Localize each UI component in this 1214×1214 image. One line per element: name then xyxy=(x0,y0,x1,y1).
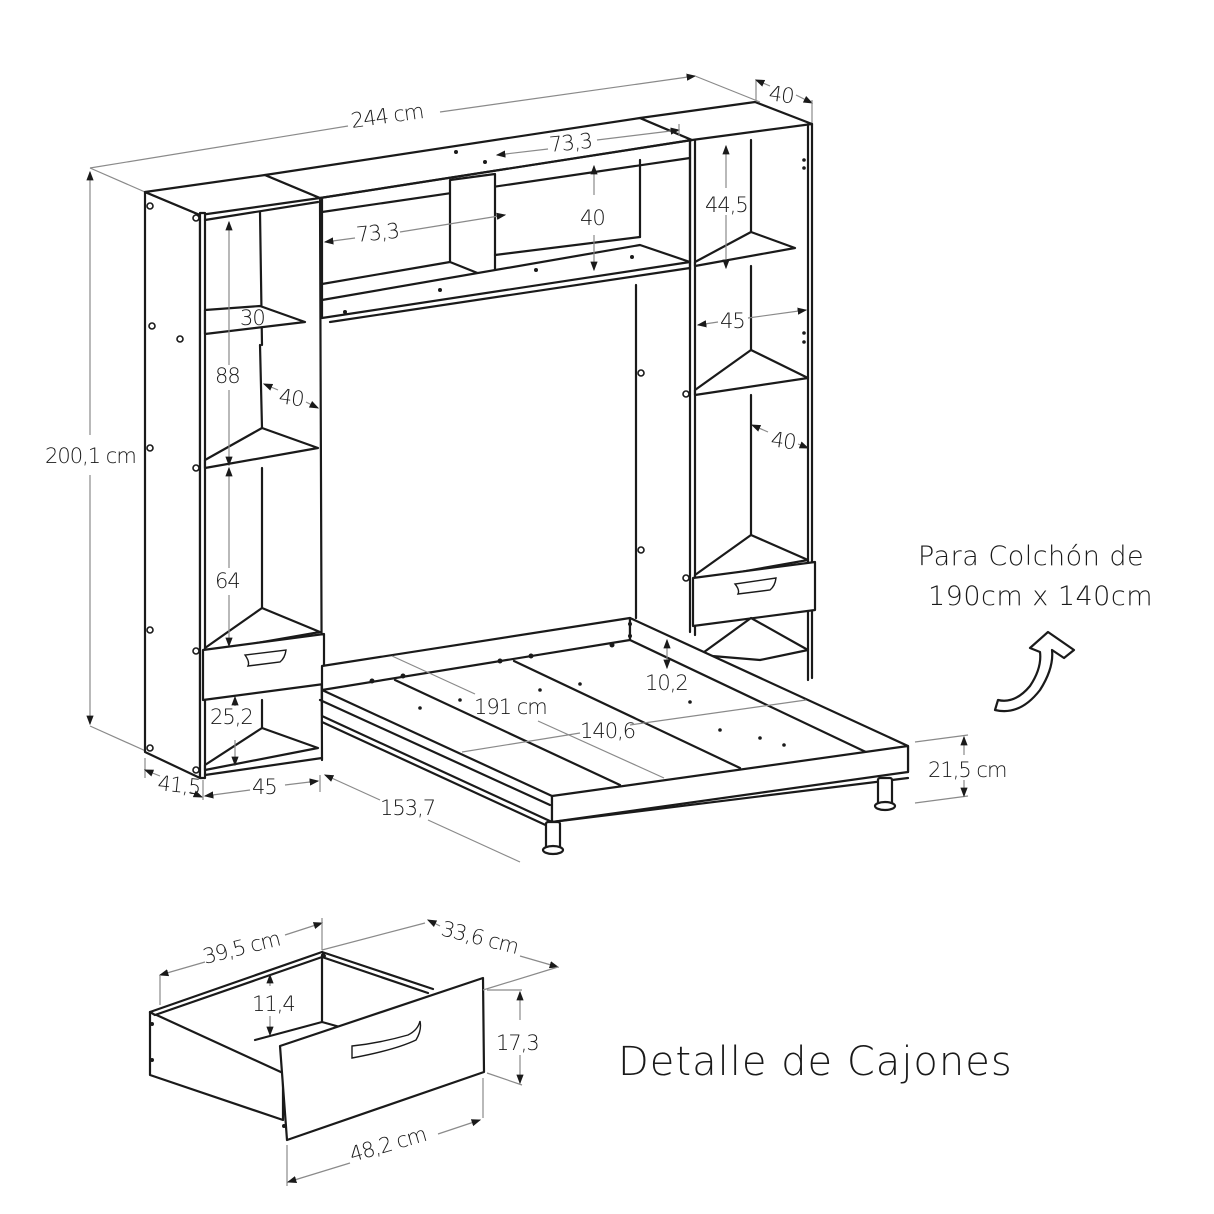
label-top-cabinet-height: 40 xyxy=(580,206,605,230)
label-left-upper-height: 88 xyxy=(215,364,240,388)
label-bed-rail-height: 10,2 xyxy=(645,671,688,695)
label-left-lower-height: 64 xyxy=(215,569,240,593)
dimension-labels: 244 cm 40 200,1 cm 73,3 73,3 40 44,5 45 … xyxy=(45,81,1007,820)
label-drawer-inner-width: 33,6 cm xyxy=(439,917,521,959)
right-drawer-front xyxy=(691,560,817,628)
note-line-1: Para Colchón de xyxy=(918,541,1144,572)
label-top-cabinet-width-upper: 73,3 xyxy=(548,129,593,157)
label-drawer-front-height: 17,3 xyxy=(496,1031,539,1055)
back-panel xyxy=(634,283,645,620)
label-right-tower-depth: 40 xyxy=(769,427,797,454)
right-tower xyxy=(638,100,817,682)
note-line-2: 190cm x 140cm xyxy=(928,581,1153,612)
bed-frame xyxy=(318,616,910,856)
curved-arrow-icon xyxy=(993,630,1076,713)
overall-dimensions xyxy=(86,73,814,753)
label-overall-width: 244 cm xyxy=(349,99,424,133)
label-overall-height: 200,1 cm xyxy=(45,444,136,468)
interior-dimensions xyxy=(143,124,969,863)
label-bed-length: 191 cm xyxy=(474,695,547,719)
label-bed-width: 140,6 xyxy=(580,719,635,743)
label-left-inner-depth: 40 xyxy=(277,384,305,411)
label-drawer-front-width: 48,2 cm xyxy=(347,1122,429,1167)
drawer-detail-drawing xyxy=(148,918,560,1186)
label-left-shelf-depth: 30 xyxy=(240,306,265,330)
label-drawer-depth: 39,5 cm xyxy=(200,927,282,969)
label-left-width: 45 xyxy=(252,775,277,799)
label-drawer-inner-height: 11,4 xyxy=(252,992,295,1016)
label-right-tower-top-height: 44,5 xyxy=(705,193,748,217)
drawer-detail-title: Detalle de Cajones xyxy=(618,1039,1013,1085)
mattress-note: Para Colchón de 190cm x 140cm xyxy=(918,541,1153,612)
label-bed-total-height: 21,5 cm xyxy=(928,758,1006,782)
label-left-side-depth: 41,5 xyxy=(156,771,201,799)
label-left-bottom-height: 25,2 xyxy=(210,705,253,729)
label-top-cabinet-width-lower: 73,3 xyxy=(355,219,400,247)
label-bed-projection: 153,7 xyxy=(380,796,435,820)
label-right-tower-width: 45 xyxy=(720,309,745,333)
label-top-depth: 40 xyxy=(767,81,795,108)
top-cabinet xyxy=(263,116,694,324)
left-tower xyxy=(143,173,326,780)
